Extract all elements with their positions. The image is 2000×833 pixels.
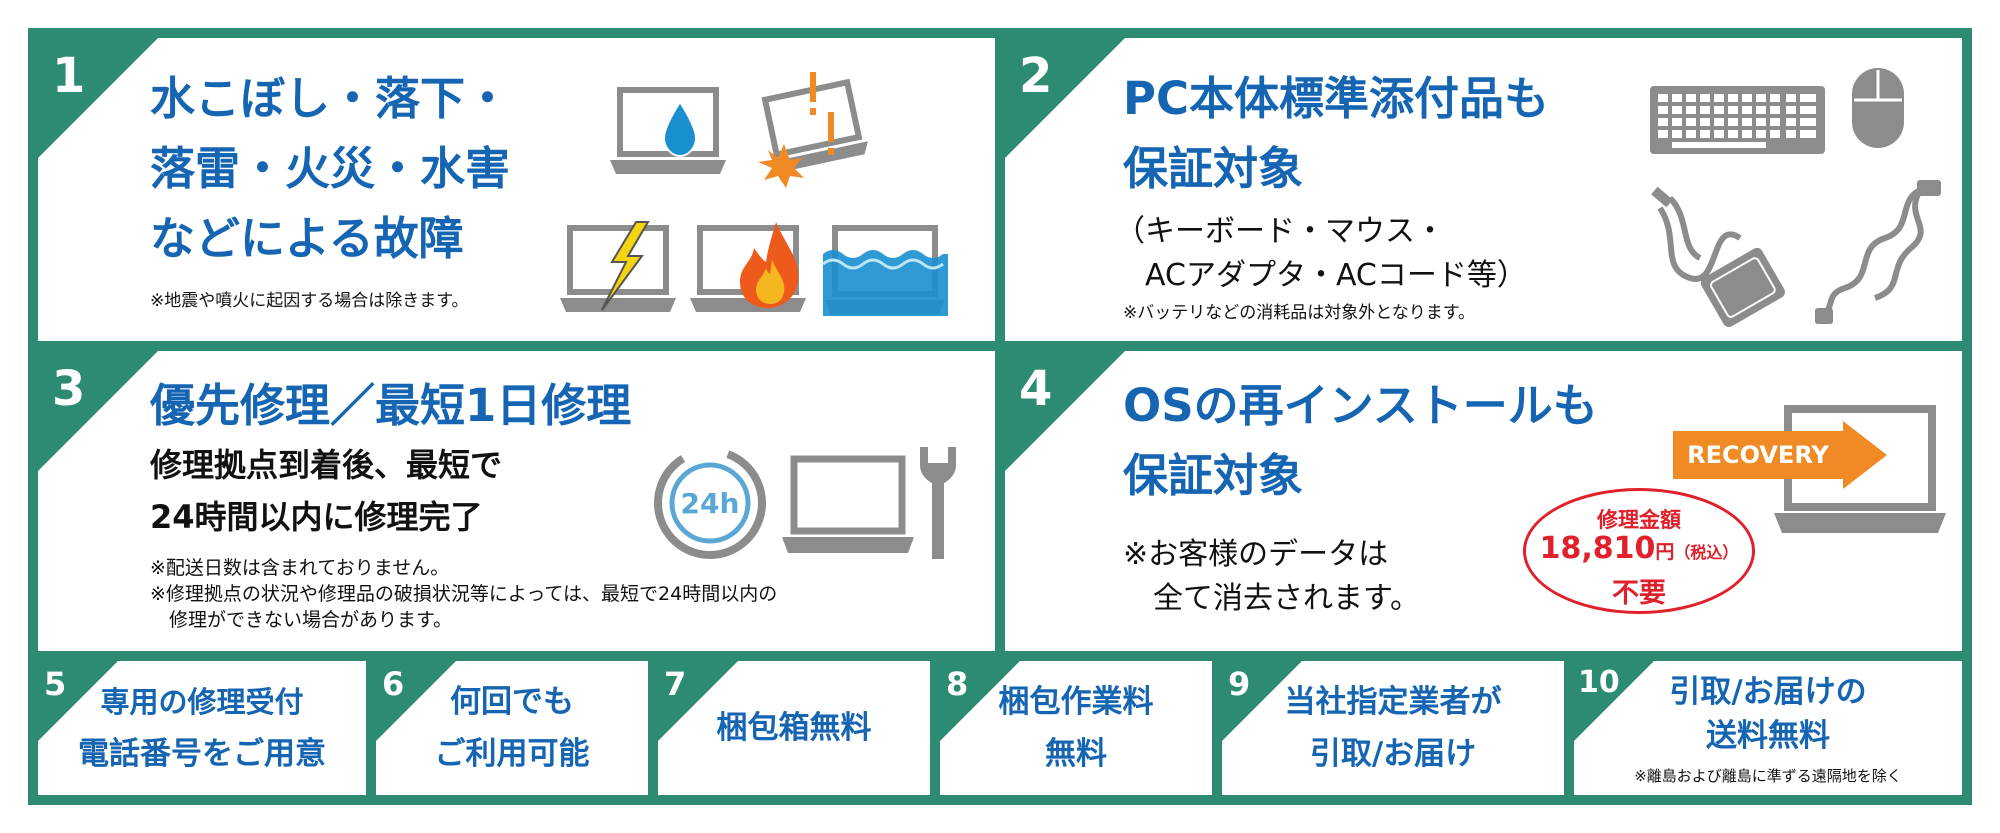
panel-title-line: OSの再インストールも [1123, 379, 1598, 432]
panel-title-line: PC本体標準添付品も [1123, 72, 1550, 125]
laptop-icon [782, 455, 914, 553]
panel-detail-line: ACアダプタ・ACコード等） [1115, 258, 1527, 293]
number-tab [38, 38, 158, 158]
panel-title-line: 水こぼし・落下・ [150, 72, 511, 125]
panel-detail-line: 全て消去されます。 [1123, 581, 1420, 616]
panel-note: ※バッテリなどの消耗品は対象外となります。 [1123, 303, 1476, 323]
number-tab [940, 661, 1020, 741]
number-tab [1005, 351, 1125, 471]
panel-line: ご利用可能 [434, 736, 590, 772]
number-tab [1005, 38, 1125, 158]
panel-2-accessories-coverage: 2 PC本体標準添付品も 保証対象 （キーボード・マウス・ ACアダプタ・ACコ… [1005, 38, 1962, 341]
laptop-drop-impact-icon [758, 72, 868, 188]
number-tab [658, 661, 738, 741]
panel-note: ※修理拠点の状況や修理品の破損状況等によっては、最短で24時間以内の [150, 583, 778, 605]
panel-number: 2 [1019, 48, 1053, 104]
panel-5-dedicated-phone: 5 専用の修理受付 電話番号をご用意 [38, 661, 366, 795]
panel-number: 5 [44, 665, 67, 703]
laptop-fire-icon [690, 222, 806, 312]
panel-title-line: 保証対象 [1123, 142, 1304, 195]
repair-fee-badge: 修理金額 18,810円（税込） 不要 [1523, 488, 1755, 614]
mouse-icon [1852, 68, 1904, 148]
panel-number: 8 [946, 665, 969, 703]
panel-title-line: 落雷・火災・水害 [150, 142, 511, 195]
recovery-arrow-icon: RECOVERY [1673, 421, 1887, 489]
panel-number: 7 [664, 665, 687, 703]
ac-adapter-icon [1651, 186, 1785, 328]
number-tab [38, 351, 158, 471]
panel-10-free-shipping: 10 引取/お届けの 送料無料 ※離島および離島に準ずる遠隔地を除く [1574, 661, 1962, 795]
badge-line1: 修理金額 [1597, 508, 1681, 532]
wrench-icon [920, 447, 956, 559]
panel-1-accident-coverage: 1 水こぼし・落下・ 落雷・火災・水害 などによる故障 ※地震や噴火に起因する場… [38, 38, 995, 341]
laptop-water-drop-icon [610, 87, 726, 174]
panel-title: 優先修理／最短1日修理 [150, 379, 632, 432]
number-tab [38, 661, 118, 741]
panel-6-unlimited-use: 6 何回でも ご利用可能 [376, 661, 648, 795]
badge-amount: 18,810 [1539, 531, 1656, 566]
panel-sub-line: 修理拠点到着後、最短で [150, 446, 503, 484]
panel-number: 4 [1019, 361, 1053, 417]
panel-title-line: などによる故障 [150, 212, 464, 265]
panel-7-free-box: 7 梱包箱無料 [658, 661, 930, 795]
panel-number: 10 [1578, 665, 1620, 700]
clock-24h-icon: 24h [654, 447, 766, 559]
panel-note: 修理ができない場合があります。 [150, 609, 453, 631]
badge-amount-line: 18,810円（税込） [1526, 531, 1752, 566]
panel-note: ※離島および離島に準ずる遠隔地を除く [1634, 767, 1902, 785]
panel-sub-line: 24時間以内に修理完了 [150, 498, 483, 536]
panel-9-pickup-delivery: 9 当社指定業者が 引取/お届け [1222, 661, 1564, 795]
recovery-label: RECOVERY [1687, 441, 1829, 469]
panel-number: 6 [382, 665, 405, 703]
panel-line: 梱包箱無料 [716, 710, 872, 746]
panel-line: 引取/お届けの [1669, 674, 1867, 710]
laptop-lightning-icon [560, 221, 676, 312]
panel-number: 3 [52, 361, 86, 417]
panel-number: 1 [52, 48, 86, 104]
panel-line: 何回でも [450, 684, 574, 720]
number-tab [376, 661, 456, 741]
panel-4-os-reinstall: 4 OSの再インストールも 保証対象 ※お客様のデータは 全て消去されます。 R… [1005, 351, 1962, 651]
panel-3-priority-repair: 3 優先修理／最短1日修理 修理拠点到着後、最短で 24時間以内に修理完了 ※配… [38, 351, 995, 651]
panel-detail-line: （キーボード・マウス・ [1115, 214, 1445, 249]
panel-line: 無料 [1045, 736, 1107, 772]
clock-label: 24h [681, 487, 740, 520]
panel-note: ※配送日数は含まれておりません。 [150, 557, 450, 579]
keyboard-icon [1650, 86, 1825, 154]
panel-line: 電話番号をご用意 [78, 736, 326, 772]
panel-number: 9 [1228, 665, 1251, 703]
number-tab [1574, 661, 1654, 741]
ac-cord-icon [1815, 180, 1941, 324]
badge-tax: （税込） [1674, 543, 1739, 562]
badge-line3: 不要 [1612, 578, 1666, 609]
panel-line: 梱包作業料 [998, 684, 1154, 720]
panel-note: ※地震や噴火に起因する場合は除きます。 [150, 291, 469, 311]
panel-detail-line: ※お客様のデータは [1123, 537, 1389, 572]
panel-line: 当社指定業者が [1284, 684, 1502, 720]
panel-title-line: 保証対象 [1123, 449, 1304, 502]
number-tab [1222, 661, 1302, 741]
panel-line: 引取/お届け [1309, 736, 1477, 772]
badge-unit: 円 [1655, 541, 1675, 563]
panel-line: 送料無料 [1706, 718, 1830, 754]
panel-line: 専用の修理受付 [100, 685, 304, 719]
laptop-flood-icon [822, 225, 948, 316]
panel-8-free-packing: 8 梱包作業料 無料 [940, 661, 1212, 795]
